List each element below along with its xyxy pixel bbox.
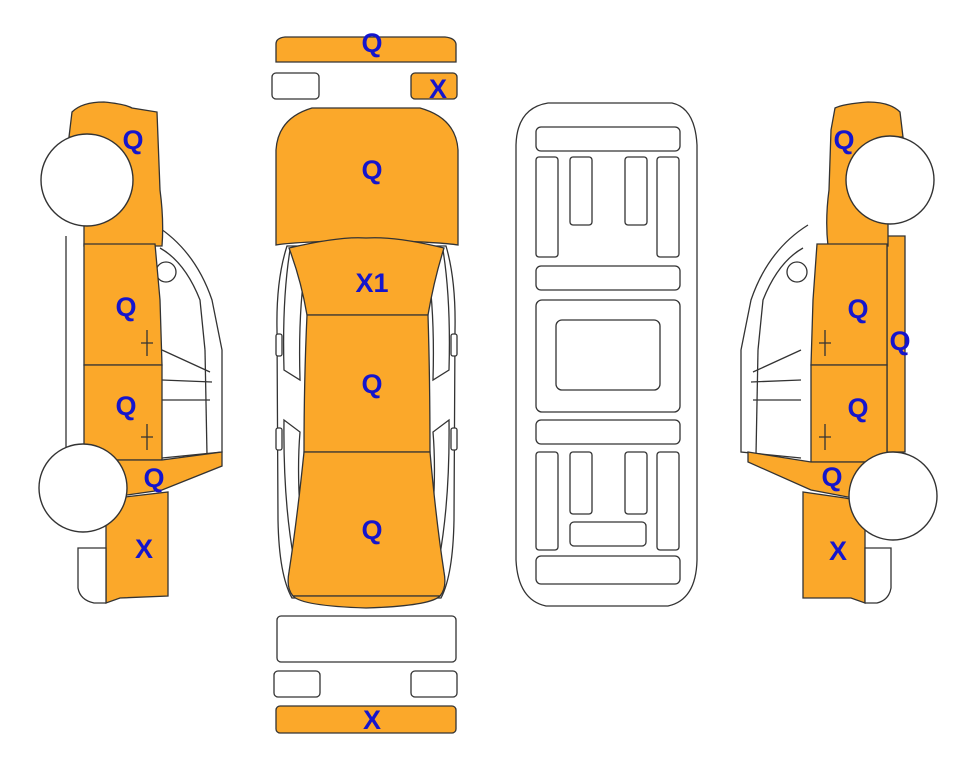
under-rear-crossbar	[569, 521, 647, 547]
under-rear-bar	[535, 555, 681, 585]
rear-parts	[273, 615, 458, 734]
under-front-bar	[535, 126, 681, 152]
label-right-front-door: Q	[847, 294, 868, 324]
label-rear-bumper: X	[363, 705, 381, 735]
damage-labels: Q X Q X1 Q Q X Q Q Q Q X Q Q Q Q Q X	[115, 28, 910, 735]
left-rear-bumper-end	[77, 547, 107, 604]
right-mirror	[450, 333, 458, 357]
under-front-right-rail	[656, 156, 680, 258]
under-rear-left-rail	[535, 451, 559, 551]
right-handle	[450, 427, 458, 451]
label-hood: Q	[361, 155, 382, 185]
front-light-left[interactable]	[271, 72, 320, 100]
top-view-body-outline	[276, 245, 456, 599]
label-right-roof-rail: Q	[889, 326, 910, 356]
left-front-door-panel[interactable]	[83, 243, 163, 366]
under-center-pan	[555, 319, 661, 391]
label-left-front-door: Q	[115, 292, 136, 322]
windshield-panel[interactable]	[288, 237, 445, 316]
left-side-glass-outline	[154, 224, 223, 459]
rear-deck-panel[interactable]	[291, 595, 442, 609]
right-side-window-line	[750, 349, 802, 401]
right-side-a-pillar	[757, 247, 804, 351]
label-right-rocker: Q	[821, 462, 842, 492]
underbody-outline	[515, 102, 698, 607]
right-front-wheel	[845, 135, 935, 225]
under-mid-bar-1	[535, 265, 681, 291]
under-front-inner-left	[569, 156, 593, 226]
under-front-left-rail	[535, 156, 559, 258]
left-side-rear-frame	[65, 236, 80, 453]
under-mid-bar-2	[535, 419, 681, 445]
label-roof: Q	[361, 369, 382, 399]
left-mirror-side	[155, 261, 177, 283]
rear-window-panel[interactable]	[276, 615, 457, 663]
left-front-door-handle	[141, 330, 153, 356]
underbody-view	[515, 102, 698, 607]
left-rear-wheel	[38, 443, 128, 533]
label-right-rear-door: Q	[847, 393, 868, 423]
under-rear-inner-right	[624, 451, 648, 515]
label-right-rear-quarter: X	[829, 536, 847, 566]
left-side-a-pillar	[159, 247, 206, 351]
left-mirror	[275, 333, 283, 357]
left-side-window-line	[161, 349, 213, 401]
label-left-rear-door: Q	[115, 391, 136, 421]
right-rear-door-handle	[819, 424, 831, 450]
front-parts	[271, 36, 458, 100]
right-side-glass-outline	[740, 224, 809, 459]
rear-light-right[interactable]	[410, 670, 458, 698]
right-side-b-pillar	[755, 349, 759, 456]
rear-bumper-panel[interactable]	[275, 705, 457, 734]
left-side-view	[38, 101, 223, 604]
right-side-view	[740, 101, 938, 604]
front-light-right-panel[interactable]	[410, 72, 458, 100]
label-left-front-fender: Q	[122, 125, 143, 155]
right-front-door-panel[interactable]	[810, 243, 888, 366]
label-right-front-fender: Q	[833, 125, 854, 155]
label-left-rocker: Q	[143, 463, 164, 493]
left-handle	[275, 427, 283, 451]
label-windshield: X1	[355, 268, 388, 298]
right-mirror-side	[786, 261, 808, 283]
rear-light-left[interactable]	[273, 670, 321, 698]
right-rear-wheel	[848, 451, 938, 541]
under-rear-right-rail	[656, 451, 680, 551]
right-front-door-handle	[819, 330, 831, 356]
label-trunk: Q	[361, 515, 382, 545]
under-front-inner-right	[624, 156, 648, 226]
front-bumper-panel[interactable]	[275, 36, 457, 63]
label-front-bumper: Q	[361, 28, 382, 58]
left-rear-door-handle	[141, 424, 153, 450]
left-side-b-pillar	[204, 349, 208, 456]
under-rear-inner-left	[569, 451, 593, 515]
right-rear-bumper-end	[864, 547, 892, 604]
label-front-light-right: X	[429, 74, 447, 104]
label-left-rear-quarter: X	[135, 534, 153, 564]
car-top-view	[275, 107, 459, 609]
left-front-wheel	[40, 133, 134, 227]
